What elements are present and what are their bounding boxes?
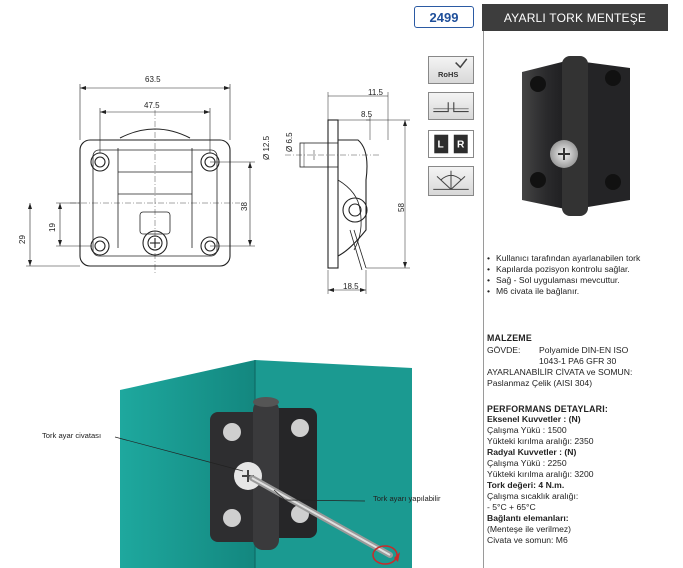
application-illustration (114, 360, 412, 568)
left-right-icon: L R (428, 130, 474, 158)
front-view-drawing (26, 84, 255, 275)
svg-text:R: R (457, 140, 465, 151)
feature-item: Sağ - Sol uygulaması mevcuttur. (487, 275, 677, 286)
screw-label: AYARLANABİLİR CİVATA ve SOMUN: (487, 367, 633, 377)
rotation-range-icon (428, 166, 474, 196)
radial-break: Yükteki kırılma aralığı: 3200 (487, 469, 594, 479)
dim-height-19: 19 (48, 223, 57, 232)
connection-note: (Menteşe ile verilmez) (487, 524, 572, 534)
temp-value: - 5°C + 65°C (487, 502, 536, 512)
feature-item: M6 civata ile bağlanır. (487, 286, 677, 297)
torque-value: Tork değeri: 4 N.m. (487, 480, 565, 490)
axial-work: Çalışma Yükü : 1500 (487, 425, 567, 435)
axial-break: Yükteki kırılma aralığı: 2350 (487, 436, 594, 446)
feature-list: Kullanıcı tarafından ayarlanabilen tork … (487, 253, 677, 297)
dim-side-11-5: 11.5 (368, 88, 383, 97)
rohs-icon: RoHS (428, 56, 474, 84)
callout-torque-adjust: Tork ayarı yapılabilir (373, 494, 441, 503)
screw-value: Paslanmaz Çelik (AISI 304) (487, 378, 593, 388)
surface-mount-icon (428, 92, 474, 120)
dim-side-58: 58 (397, 203, 406, 212)
callout-torque-screw: Tork ayar civatası (42, 431, 102, 440)
column-divider (483, 31, 484, 568)
product-code: 2499 (414, 6, 474, 28)
body-label: GÖVDE: (487, 345, 521, 355)
feature-item: Kullanıcı tarafından ayarlanabilen tork (487, 253, 677, 264)
dim-height-29: 29 (18, 235, 27, 244)
feature-item: Kapılarda pozisyon kontrolu sağlar. (487, 264, 677, 275)
product-photo (522, 56, 630, 216)
side-view-drawing (285, 92, 410, 294)
radial-title: Radyal Kuvvetler : (N) (487, 447, 577, 457)
dim-width-total: 63.5 (145, 75, 161, 84)
connection-title: Bağlantı elemanları: (487, 513, 569, 523)
body-value-2: 1043-1 PA6 GFR 30 (539, 356, 617, 366)
axial-title: Eksenel Kuvvetler : (N) (487, 414, 581, 424)
dim-height-38: 38 (240, 202, 249, 211)
dim-width-holes: 47.5 (144, 101, 160, 110)
product-title: AYARLI TORK MENTEŞE (482, 4, 668, 31)
performance-heading: PERFORMANS DETAYLARI: (487, 404, 609, 414)
material-heading: MALZEME (487, 333, 532, 343)
dim-side-8-5: 8.5 (361, 110, 373, 119)
body-value-1: Polyamide DIN-EN ISO (539, 345, 629, 355)
radial-work: Çalışma Yükü : 2250 (487, 458, 567, 468)
material-section: MALZEME GÖVDE: Polyamide DIN-EN ISO 1043… (487, 333, 677, 389)
dim-side-dia-6-5: Ø 6.5 (285, 132, 294, 152)
dim-side-18-5: 18.5 (343, 282, 359, 291)
svg-text:L: L (438, 140, 444, 151)
temp-label: Çalışma sıcaklık aralığı: (487, 491, 579, 501)
dim-side-dia-12-5: Ø 12.5 (262, 135, 271, 160)
connection-value: Civata ve somun: M6 (487, 535, 568, 545)
performance-section: PERFORMANS DETAYLARI: Eksenel Kuvvetler … (487, 404, 677, 546)
